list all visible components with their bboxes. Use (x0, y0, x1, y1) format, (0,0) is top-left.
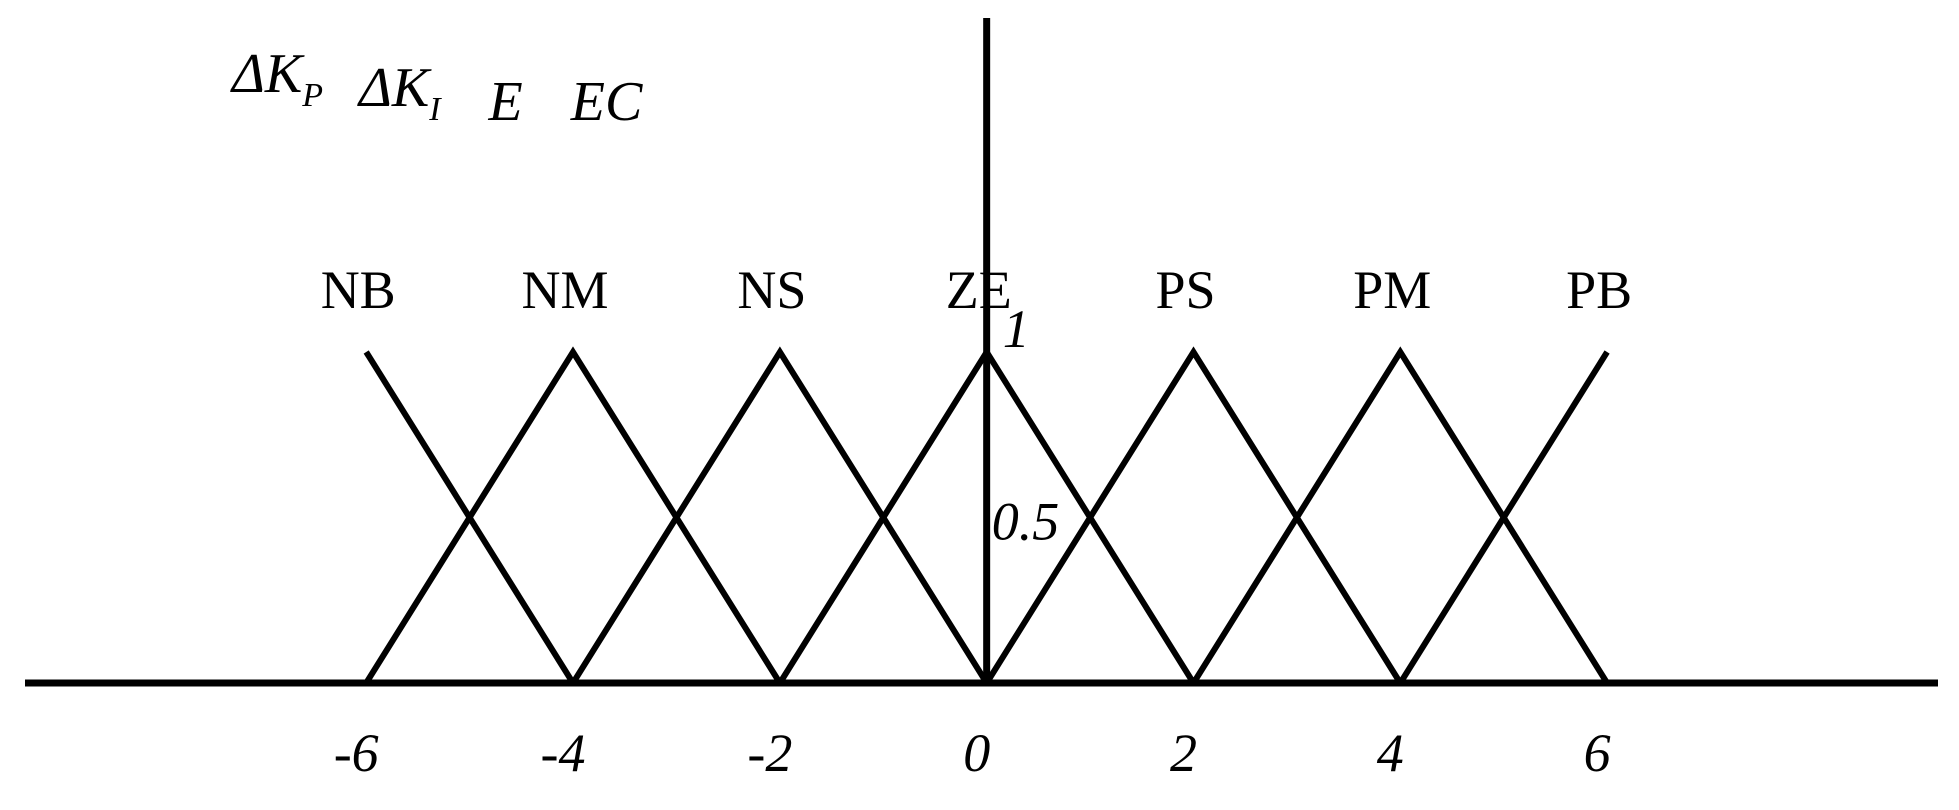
series-label-nb: NB (321, 260, 396, 320)
y-mark-0-5: 0.5 (992, 492, 1059, 552)
x-tick-label-4: 4 (1377, 723, 1404, 783)
variable-symbol-0: ΔK (230, 43, 305, 105)
x-tick-label-neg6: -6 (334, 723, 379, 783)
x-tick-label-neg2: -2 (747, 723, 792, 783)
x-tick-label-neg4: -4 (541, 723, 586, 783)
series-label-ns: NS (737, 260, 806, 320)
series-line-ns (570, 346, 990, 685)
variable-symbol-1: ΔK (357, 57, 432, 119)
series-label-ze: ZE (946, 260, 1012, 320)
variable-symbol-3: EC (570, 71, 643, 133)
series-label-ps: PS (1155, 260, 1215, 320)
variable-subscript-0: P (301, 77, 323, 114)
series-line-ze (777, 346, 1197, 685)
variable-subscript-1: I (428, 91, 442, 128)
y-mark-1: 1 (1003, 299, 1030, 359)
x-tick-label-6: 6 (1584, 723, 1611, 783)
variable-symbol-2: E (488, 71, 523, 133)
series-line-ps (984, 346, 1403, 685)
series-line-pm (1190, 346, 1610, 685)
series-line-nm (363, 346, 783, 685)
x-tick-labels: -6 -4 -2 0 2 4 6 (334, 723, 1611, 783)
series-line-pb (1397, 350, 1610, 685)
x-tick-label-2: 2 (1170, 723, 1197, 783)
series-label-pb: PB (1566, 260, 1632, 320)
set-labels: NB NM NS ZE PS PM PB (321, 260, 1632, 320)
y-marks: 10.5 (992, 299, 1059, 552)
series-label-nm: NM (521, 260, 608, 320)
membership-series (363, 346, 1610, 685)
series-label-pm: PM (1353, 260, 1431, 320)
x-tick-label-0: 0 (963, 723, 990, 783)
